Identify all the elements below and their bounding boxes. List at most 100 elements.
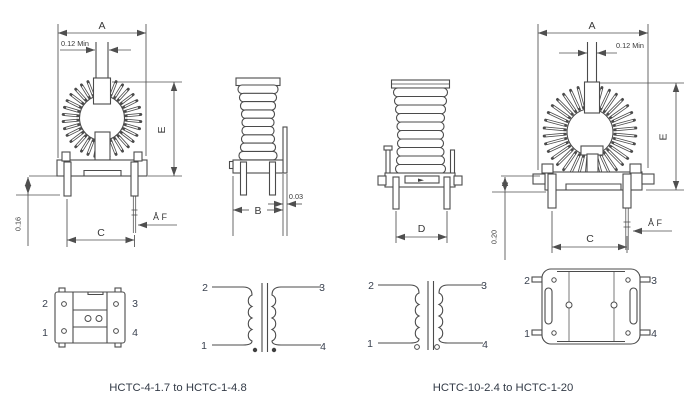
winding-petal xyxy=(546,138,565,144)
bottom-view-large: 2 1 3 4 xyxy=(524,268,657,345)
winding-petal xyxy=(126,107,139,112)
winding-petal xyxy=(611,146,627,158)
coil-turn xyxy=(396,138,445,149)
center-hole xyxy=(84,315,92,322)
winding-right xyxy=(270,286,321,346)
winding-petal xyxy=(65,124,78,129)
winding-petal xyxy=(545,133,564,137)
winding-petal xyxy=(545,127,564,131)
schematic-small: 2 1 3 4 xyxy=(201,282,326,353)
side-clip-plate xyxy=(282,126,288,174)
pin-number: 4 xyxy=(482,339,488,351)
dim-label-e: E xyxy=(658,133,670,140)
base-clip xyxy=(629,163,642,174)
coil-turn xyxy=(241,125,275,136)
caption-left: HCTC-4-1.7 to HCTC-1-4.8 xyxy=(109,382,246,394)
dimensions-side-small: B 0.03 xyxy=(232,174,303,236)
polarity-dot-open xyxy=(434,344,440,350)
winding-petal xyxy=(616,127,635,131)
pin-number: 3 xyxy=(319,282,325,294)
winding-petal xyxy=(126,124,139,129)
pin-number: 4 xyxy=(320,341,326,353)
dim-label-lead: 0.16 xyxy=(14,217,23,231)
winding-petal xyxy=(558,150,572,164)
pin-number: 4 xyxy=(651,328,657,340)
side-clip-plate xyxy=(449,149,456,176)
winding-petal xyxy=(613,112,631,122)
winding-petal xyxy=(546,120,565,126)
winding-petal xyxy=(110,82,116,95)
pin-hole xyxy=(551,330,557,336)
corner-tab xyxy=(639,329,651,336)
base-nub xyxy=(228,160,234,170)
top-plate xyxy=(235,77,281,87)
winding-petal xyxy=(88,82,94,95)
winding-petal xyxy=(604,153,616,169)
winding-petal xyxy=(613,142,631,152)
winding-petal xyxy=(118,136,128,146)
winding-petal xyxy=(110,141,116,154)
coil-turn xyxy=(393,95,448,106)
winding-petal xyxy=(558,100,572,114)
coil-turn xyxy=(238,92,278,103)
pin-hole xyxy=(113,328,119,334)
front-view-small xyxy=(56,42,148,233)
pin-number: 3 xyxy=(481,280,487,292)
base-leg xyxy=(392,176,400,210)
winding-petal xyxy=(122,133,133,141)
pin-number: 1 xyxy=(524,328,530,340)
winding-petal xyxy=(64,119,77,123)
dim-label-lead: 0.20 xyxy=(490,230,499,244)
front-view-large xyxy=(532,42,655,250)
base-clip xyxy=(133,151,143,162)
winding-petal xyxy=(115,86,123,97)
base-wing xyxy=(532,173,546,185)
lead-channel-top xyxy=(92,77,112,105)
coil-turn xyxy=(395,112,446,123)
winding-petal xyxy=(604,95,616,111)
winding-petal xyxy=(564,95,576,111)
package-outline xyxy=(541,268,641,345)
base-notch xyxy=(565,183,622,190)
coil-turn xyxy=(240,109,276,119)
dim-label-offset: 0.03 xyxy=(289,192,303,201)
caption-right: HCTC-10-2.4 to HCTC-1-20 xyxy=(433,382,574,394)
base-wing xyxy=(453,175,463,186)
dim-label-f: Å F xyxy=(153,212,168,222)
pin-number: 2 xyxy=(524,275,530,287)
dimensions-side-large: D xyxy=(395,211,448,243)
pin-number: 1 xyxy=(367,338,373,350)
base-recess xyxy=(404,175,440,184)
winding-petal xyxy=(68,100,80,107)
dim-label-a: A xyxy=(98,20,105,32)
base-leg xyxy=(239,161,248,196)
corner-tab xyxy=(639,276,651,283)
lead-channel-top xyxy=(583,81,601,114)
dim-label-a: A xyxy=(588,20,595,32)
winding-petal xyxy=(71,133,82,141)
base-leg xyxy=(622,173,632,209)
pin-hole xyxy=(551,277,557,283)
pin-number: 1 xyxy=(201,340,207,352)
winding-left xyxy=(212,286,254,346)
dim-label-f: Å F xyxy=(648,218,663,228)
coil-turn xyxy=(392,87,449,98)
winding-petal xyxy=(124,129,136,136)
winding-petal xyxy=(553,146,569,158)
dim-label-min: 0.12 Min xyxy=(61,39,89,48)
pin-number: 3 xyxy=(132,298,138,310)
coil-turn xyxy=(239,101,277,111)
winding-petal xyxy=(81,139,89,150)
winding-petal xyxy=(81,86,89,97)
base-leg xyxy=(130,161,139,197)
schematic-large: 2 1 3 4 xyxy=(367,280,488,351)
polarity-dot xyxy=(271,347,277,353)
coil-turn xyxy=(396,129,445,140)
coil-turn xyxy=(396,121,445,132)
winding-petal xyxy=(570,155,580,173)
winding-petal xyxy=(549,112,567,122)
winding-petal xyxy=(76,90,86,100)
lead-channel-bottom xyxy=(94,131,111,161)
pin-number: 2 xyxy=(202,282,208,294)
